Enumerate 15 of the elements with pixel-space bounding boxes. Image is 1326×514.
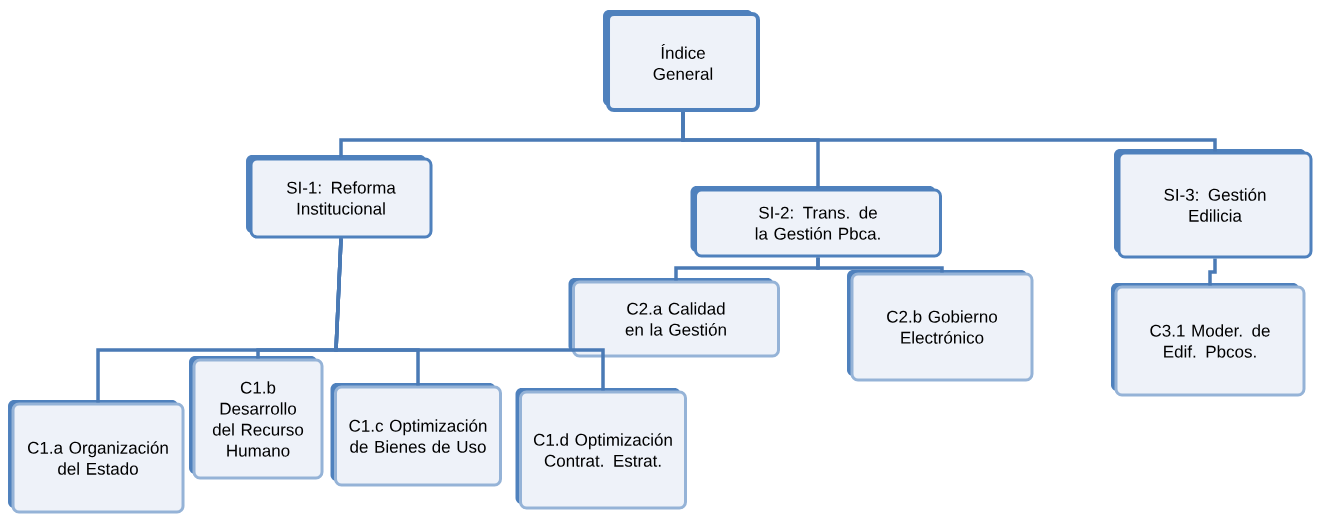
chart-box: C1.a Organización del Estado [8,400,185,514]
connector-line [334,238,605,391]
chart-box: SI-3: Gestión Edilicia [1114,149,1313,259]
connector-line [681,112,1217,152]
chart-box: C1.b Desarrollo del Recurso Humano [189,356,324,480]
connector-line [816,257,944,273]
chart-box: C2.b Gobierno Electrónico [847,270,1034,382]
chart-box: Índice General [603,10,760,112]
chart-box: C3.1 Moder. de Edif. Pbcos. [1111,283,1306,397]
connector-line [1208,258,1217,286]
chart-box: SI-1: Reforma Institucional [246,155,433,239]
chart-box: C1.c Optimización de Bienes de Uso [330,383,502,487]
chart-box: SI-2: Trans. de la Gestión Pbca. [690,186,942,258]
chart-box: C1.d Optimización Contrat. Estrat. [515,388,687,510]
chart-box: C2.a Calidad en la Gestión [568,278,780,358]
